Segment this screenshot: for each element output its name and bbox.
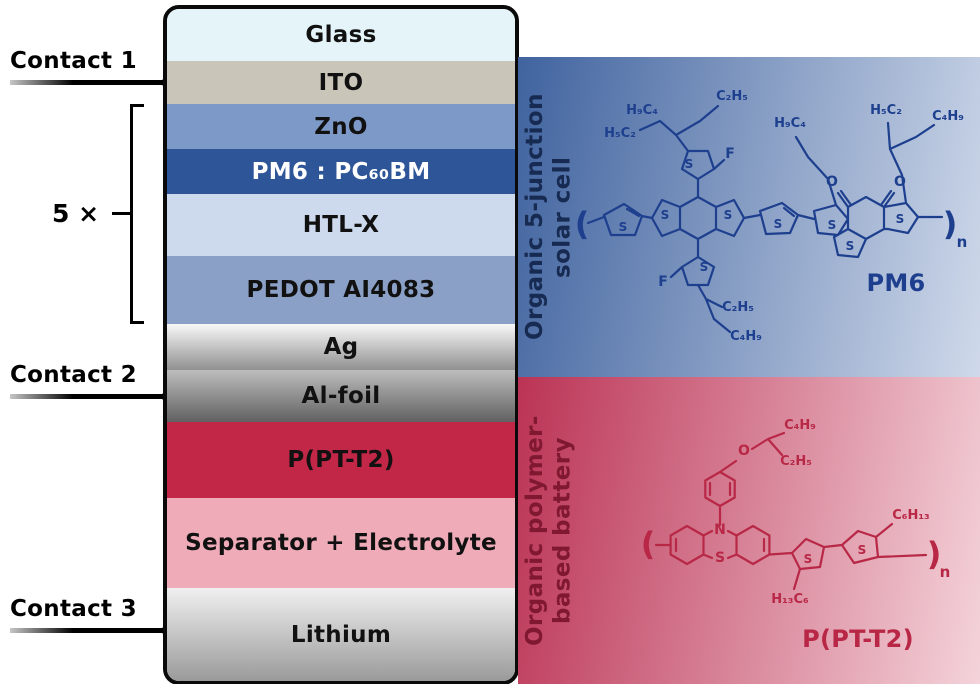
stack-layer-7: Al-foil <box>167 370 515 422</box>
atom-label: H₁₃C₆ <box>771 592 809 607</box>
stack-layer-label: HTL-X <box>302 212 380 238</box>
atom-label: O <box>738 443 750 459</box>
atom-label: H₅C₂ <box>604 126 636 141</box>
repeat-bracket <box>130 104 144 324</box>
stack-layer-label: Ag <box>323 334 359 360</box>
stack-layer-label: Al-foil <box>301 383 381 409</box>
contact-1: Contact 1 <box>10 48 180 90</box>
atom-label: S <box>724 208 733 222</box>
atom-label: C₂H₅ <box>716 89 748 104</box>
contact-1-label: Contact 1 <box>10 48 137 74</box>
ptt2-molecule-name: P(PT-T2) <box>802 625 914 653</box>
atom-label: O <box>894 174 906 190</box>
stack-layer-label: ITO <box>318 69 364 96</box>
atom-label: F <box>725 146 735 162</box>
atom-label: S <box>715 550 725 566</box>
stack-layer-10: Lithium <box>167 588 515 681</box>
atom-label: N <box>714 522 726 538</box>
pm6-molecule-name: PM6 <box>866 269 926 297</box>
atom-label: S <box>828 218 837 232</box>
stack-layer-5: PEDOT AI4083 <box>167 256 515 324</box>
stack-layer-label: Lithium <box>290 621 392 648</box>
atom-label: n <box>940 563 951 581</box>
contact-2: Contact 2 <box>10 362 180 404</box>
atom-label: S <box>700 260 709 274</box>
atom-label: F <box>658 274 668 290</box>
stack-layer-3: PM6 : PC₆₀BM <box>167 149 515 194</box>
contact-2-line <box>10 389 177 404</box>
atom-label: H₉C₄ <box>626 103 658 118</box>
atom-label: C₂H₅ <box>722 300 754 315</box>
atom-label: C₄H₉ <box>932 109 964 124</box>
pm6-bonds <box>586 104 944 334</box>
ptt2-bonds <box>654 431 928 591</box>
atom-label: S <box>846 239 855 253</box>
contact-3-line <box>10 623 177 638</box>
atom-label: H₅C₂ <box>870 103 902 118</box>
atom-label: C₆H₁₃ <box>892 508 930 523</box>
atom-label: C₄H₉ <box>730 329 762 344</box>
atom-label: S <box>661 208 670 222</box>
atom-label: ) <box>943 205 958 243</box>
stack-layer-label: Glass <box>305 22 377 48</box>
contact-3-label: Contact 3 <box>10 596 137 622</box>
atom-label: ( <box>641 525 656 563</box>
contact-1-line <box>10 75 177 90</box>
atom-label: H₉C₄ <box>774 116 806 131</box>
atom-label: S <box>858 543 867 557</box>
stack-layer-0: Glass <box>167 9 515 61</box>
atom-label: O <box>826 174 838 190</box>
contact-3: Contact 3 <box>10 596 180 638</box>
atom-label: S <box>804 552 813 566</box>
stack-layer-label: PM6 : PC₆₀BM <box>251 158 431 185</box>
atom-label: S <box>685 157 694 171</box>
atom-label: S <box>774 217 783 231</box>
stack-layer-label: ZnO <box>314 113 368 140</box>
stack-layer-4: HTL-X <box>167 194 515 256</box>
stack-layer-6: Ag <box>167 324 515 370</box>
stack-layer-9: Separator + Electrolyte <box>167 498 515 588</box>
atom-label: C₂H₅ <box>780 454 812 469</box>
stack-layer-8: P(PT-T2) <box>167 422 515 498</box>
atom-label: C₄H₉ <box>784 418 816 433</box>
stack-layer-label: PEDOT AI4083 <box>246 277 436 303</box>
stack-layer-label: Separator + Electrolyte <box>185 530 497 556</box>
stack-layer-1: ITO <box>167 61 515 104</box>
atom-label: S <box>896 212 905 226</box>
atom-label: n <box>957 233 968 251</box>
atom-label: ) <box>927 535 942 573</box>
atom-label: ( <box>575 205 590 243</box>
stack-layer-label: P(PT-T2) <box>287 447 395 473</box>
stack-layer-2: ZnO <box>167 104 515 149</box>
atom-label: S <box>619 220 628 234</box>
repeat-bracket-tick <box>112 212 130 215</box>
repeat-multiplier-label: 5 × <box>52 199 100 228</box>
contact-2-label: Contact 2 <box>10 362 137 388</box>
